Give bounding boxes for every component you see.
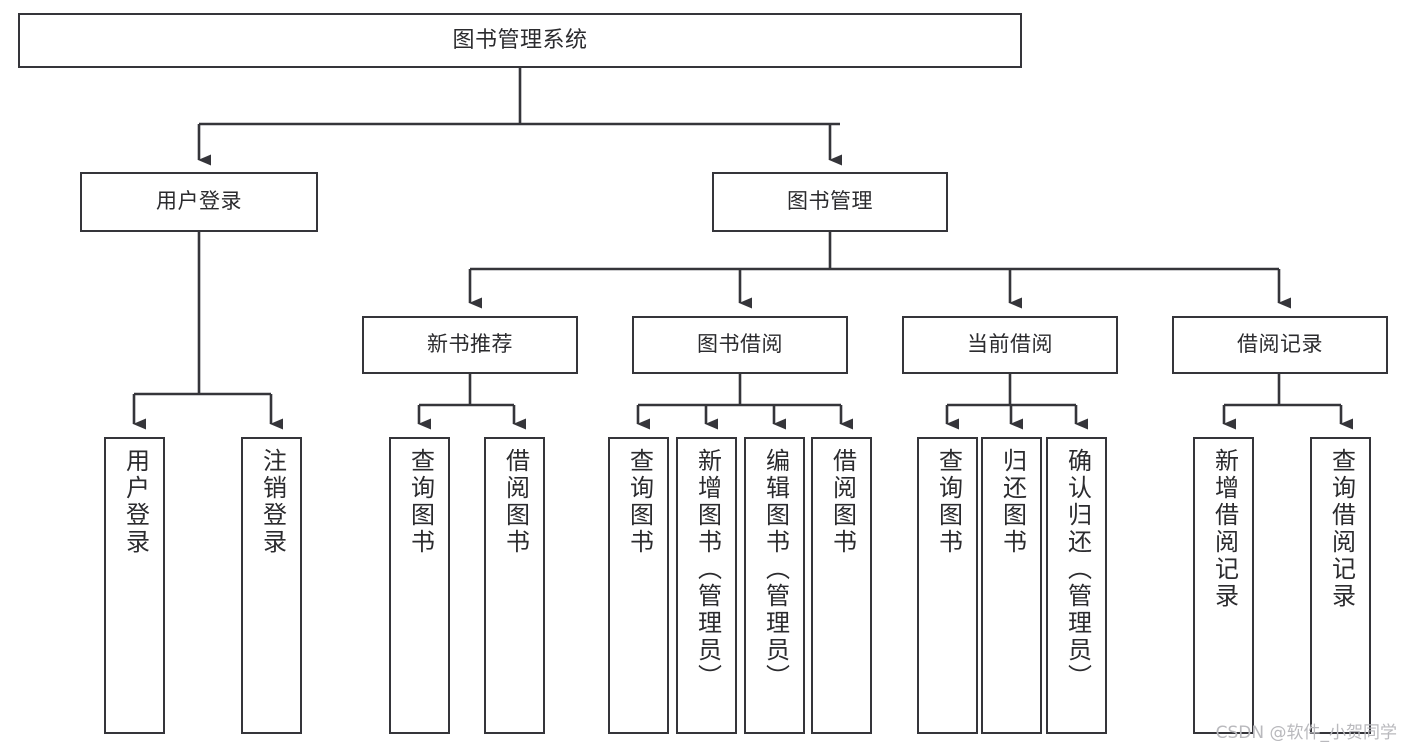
node-leaf-query-book-borrow[interactable]: 查询图书 — [608, 437, 669, 734]
node-leaf-query-book-new[interactable]: 查询图书 — [389, 437, 450, 734]
node-leaf-confirm-return-admin[interactable]: 确认归还（管理员） — [1046, 437, 1107, 734]
node-borrow-record[interactable]: 借阅记录 — [1172, 316, 1388, 374]
node-leaf-logout[interactable]: 注销登录 — [241, 437, 302, 734]
node-leaf-query-book-current[interactable]: 查询图书 — [917, 437, 978, 734]
watermark: CSDN @软件_小贺同学 — [1215, 723, 1397, 743]
node-leaf-query-borrow-record[interactable]: 查询借阅记录 — [1310, 437, 1371, 734]
node-leaf-borrow-book-new[interactable]: 借阅图书 — [484, 437, 545, 734]
node-label: 借阅图书 — [828, 448, 856, 556]
node-label: 归还图书 — [998, 448, 1026, 556]
node-leaf-add-book-admin[interactable]: 新增图书（管理员） — [676, 437, 737, 734]
node-label: 新书推荐 — [427, 333, 513, 357]
node-current-borrow[interactable]: 当前借阅 — [902, 316, 1118, 374]
node-leaf-add-borrow-record[interactable]: 新增借阅记录 — [1193, 437, 1254, 734]
node-label: 借阅记录 — [1237, 333, 1323, 357]
node-book-management[interactable]: 图书管理 — [712, 172, 948, 232]
node-label: 编辑图书（管理员） — [761, 448, 789, 691]
node-label: 借阅图书 — [501, 448, 529, 556]
node-label: 查询图书 — [406, 448, 434, 556]
node-leaf-borrow-book[interactable]: 借阅图书 — [811, 437, 872, 734]
node-label: 确认归还（管理员） — [1063, 448, 1091, 691]
node-label: 查询图书 — [934, 448, 962, 556]
node-label: 查询图书 — [625, 448, 653, 556]
node-leaf-user-login[interactable]: 用户登录 — [104, 437, 165, 734]
node-leaf-edit-book-admin[interactable]: 编辑图书（管理员） — [744, 437, 805, 734]
node-label: 注销登录 — [258, 448, 286, 556]
node-label: 新增图书（管理员） — [693, 448, 721, 691]
node-label: 用户登录 — [121, 448, 149, 556]
node-label: 新增借阅记录 — [1210, 448, 1238, 610]
node-label: 图书管理系统 — [452, 27, 588, 53]
node-leaf-return-book[interactable]: 归还图书 — [981, 437, 1042, 734]
node-label: 图书管理 — [787, 190, 873, 214]
node-root-system[interactable]: 图书管理系统 — [18, 13, 1022, 68]
node-user-login[interactable]: 用户登录 — [80, 172, 318, 232]
node-label: 查询借阅记录 — [1327, 448, 1355, 610]
node-label: 用户登录 — [156, 190, 242, 214]
node-book-borrow[interactable]: 图书借阅 — [632, 316, 848, 374]
node-label: 当前借阅 — [967, 333, 1053, 357]
node-label: 图书借阅 — [697, 333, 783, 357]
node-new-book-recommend[interactable]: 新书推荐 — [362, 316, 578, 374]
